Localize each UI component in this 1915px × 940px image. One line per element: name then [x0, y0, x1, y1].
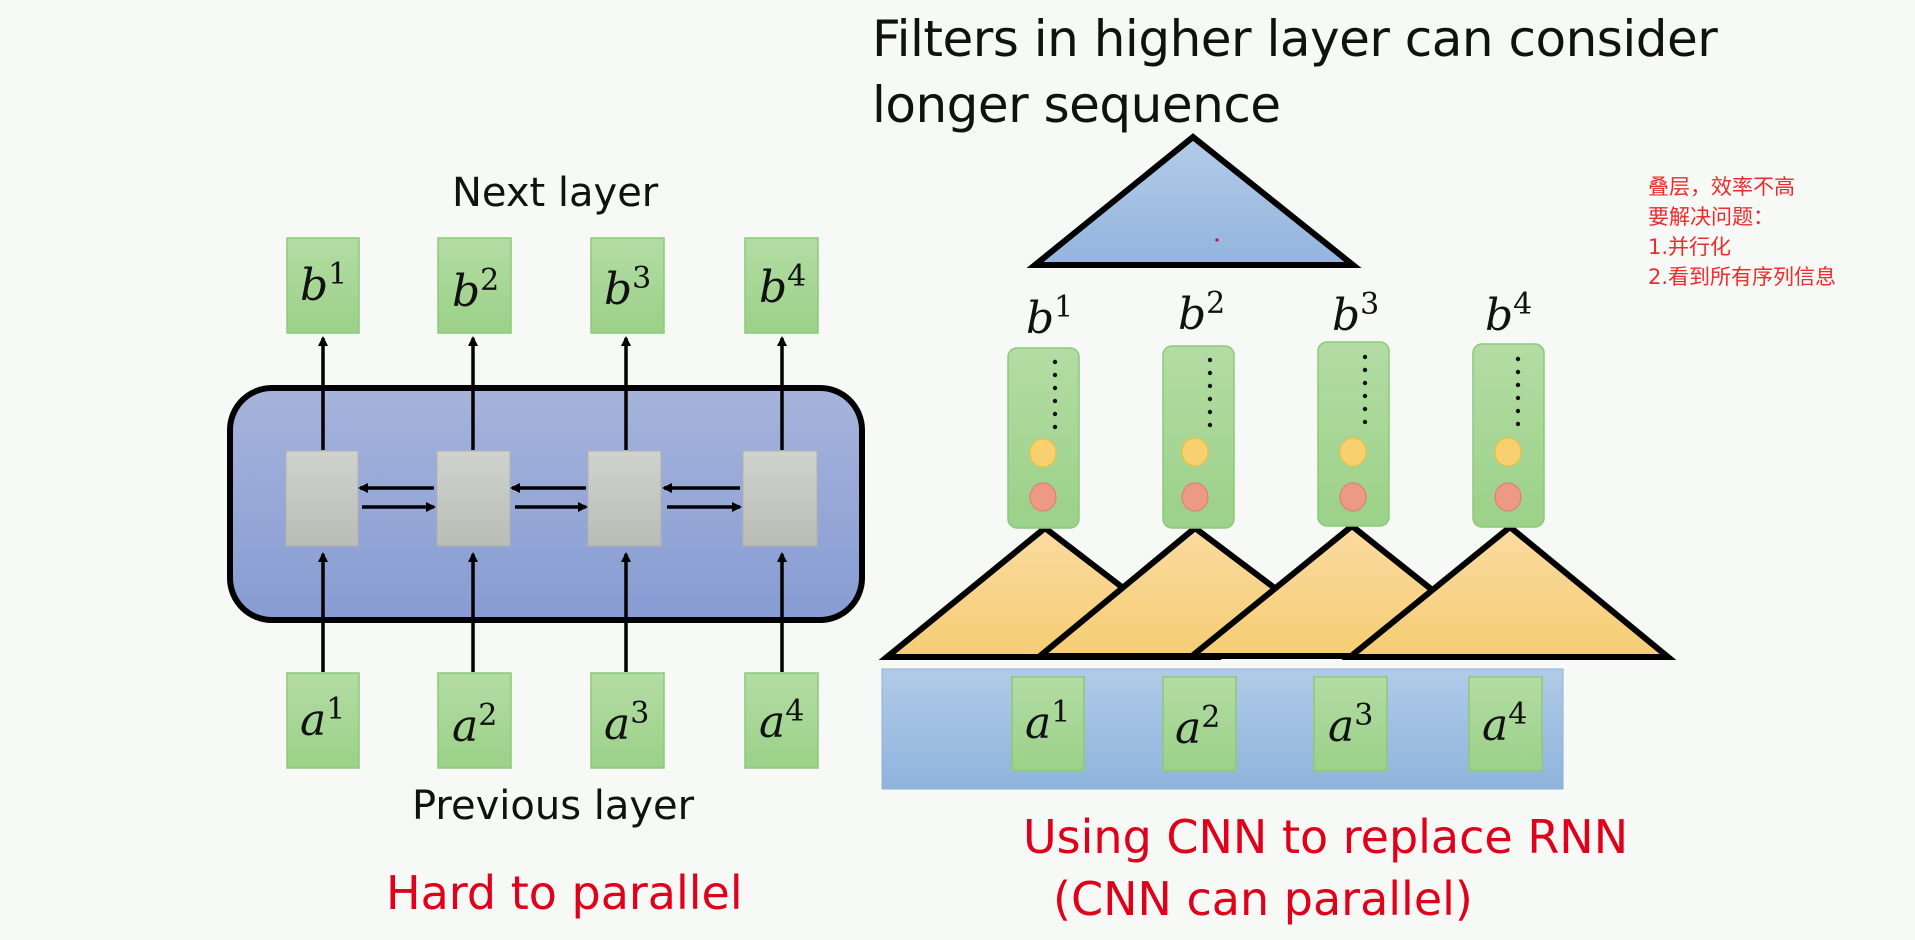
cnn-input-label-2: a2 [1175, 700, 1220, 754]
annotation-note: 叠层，效率不高 要解决问题： 1.并行化 2.看到所有序列信息 [1648, 172, 1836, 292]
rnn-cell-3 [587, 450, 662, 547]
cnn-output-column-2 [1162, 345, 1235, 529]
cnn-input-box-4 [1468, 676, 1543, 772]
rnn-input-box-4 [744, 672, 819, 769]
note-line-1: 叠层，效率不高 [1648, 175, 1795, 199]
cnn-output-label-1: b1 [1026, 290, 1073, 344]
rnn-output-box-3 [590, 237, 665, 334]
math-labels: b1 b2 b3 b4 a1 a2 a3 a4 b1 b2 b3 b4 a1 a… [300, 257, 1532, 754]
rnn-output-label-2: b2 [452, 263, 499, 317]
cnn-output-column-1 [1007, 347, 1080, 529]
cnn-output-label-2: b2 [1178, 286, 1225, 340]
rnn-input-label-2: a2 [452, 698, 497, 752]
red-unit-icon [1181, 482, 1209, 512]
cnn-output-column-3 [1317, 341, 1390, 527]
cnn-filter-4 [1341, 523, 1677, 660]
cnn-input-label-1: a1 [1025, 695, 1070, 749]
rnn-input-box-2 [437, 672, 512, 769]
rnn-vertical-arrows [318, 336, 787, 672]
rnn-cell-1 [285, 450, 359, 547]
rnn-input-boxes [286, 672, 819, 769]
cnn-filter-triangles [878, 522, 1677, 660]
cnn-input-box-3 [1313, 676, 1388, 772]
rnn-output-label-4: b4 [759, 259, 806, 313]
note-line-3: 1.并行化 [1648, 235, 1732, 259]
red-unit-icon [1494, 482, 1522, 512]
rnn-input-label-4: a4 [759, 694, 804, 748]
slide-title: Filters in higher layer can consider lon… [872, 6, 1718, 138]
rnn-output-box-1 [286, 237, 360, 334]
rnn-caption: Hard to parallel [386, 866, 743, 920]
rnn-output-label-1: b1 [300, 257, 347, 311]
rnn-output-box-2 [437, 237, 512, 334]
red-unit-icon [1029, 482, 1057, 512]
rnn-input-box-3 [590, 672, 665, 769]
previous-layer-label: Previous layer [412, 783, 695, 829]
cnn-caption: Using CNN to replace RNN (CNN can parall… [1023, 806, 1628, 930]
yellow-unit-icon [1494, 437, 1522, 467]
rnn-input-box-1 [286, 672, 360, 769]
cnn-input-label-4: a4 [1482, 697, 1527, 751]
cnn-caption-line-1: Using CNN to replace RNN [1023, 810, 1629, 864]
rnn-cell-2 [436, 450, 511, 547]
slide-title-line-1: Filters in higher layer can consider [872, 10, 1718, 68]
yellow-unit-icon [1339, 437, 1367, 467]
cursor-dot [1215, 238, 1219, 242]
rnn-output-box-4 [744, 237, 819, 334]
rnn-output-boxes [286, 237, 819, 334]
rnn-cell-4 [742, 450, 818, 547]
rnn-output-label-3: b3 [604, 261, 651, 315]
cnn-output-column-4 [1472, 343, 1545, 528]
rnn-cells [285, 450, 818, 547]
cnn-input-label-3: a3 [1328, 698, 1373, 752]
slide-title-line-2: longer sequence [872, 76, 1281, 134]
cnn-input-box-2 [1162, 676, 1237, 772]
cnn-input-box-1 [1011, 676, 1085, 772]
cnn-input-boxes [1011, 676, 1543, 772]
rnn-input-label-1: a1 [300, 692, 345, 746]
red-unit-icon [1339, 482, 1367, 512]
cnn-output-label-3: b3 [1332, 287, 1379, 341]
rnn-horizontal-arrows [358, 483, 742, 512]
yellow-unit-icon [1181, 437, 1209, 467]
note-line-4: 2.看到所有序列信息 [1648, 265, 1837, 289]
rnn-panel [227, 385, 865, 623]
next-layer-label: Next layer [452, 170, 659, 216]
yellow-unit-icon [1029, 438, 1057, 468]
note-line-2: 要解决问题： [1648, 205, 1774, 229]
rnn-input-label-3: a3 [604, 696, 649, 750]
cnn-output-label-4: b4 [1485, 287, 1532, 341]
cnn-output-columns [1007, 341, 1545, 529]
cnn-caption-line-2: (CNN can parallel) [1053, 872, 1473, 926]
higher-layer-filter-triangle [1026, 133, 1362, 268]
